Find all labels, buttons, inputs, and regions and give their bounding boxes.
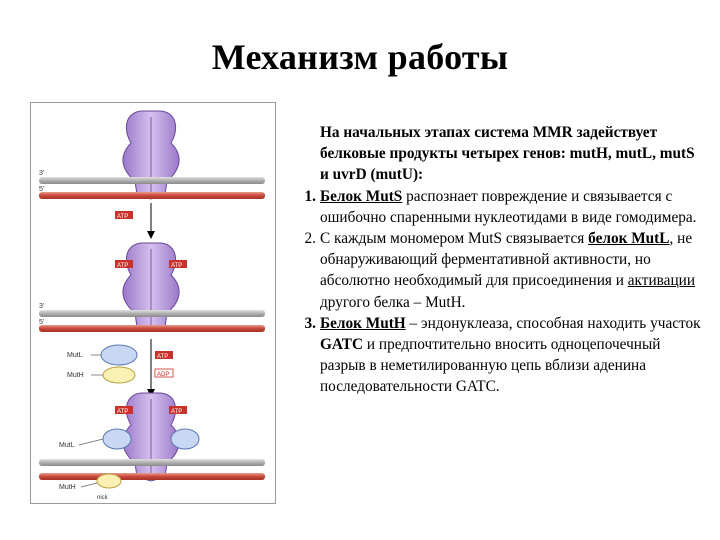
list-number: 1.: [286, 186, 320, 228]
intro-paragraph: На начальных этапах система MMR задейств…: [286, 122, 706, 186]
svg-text:5': 5': [39, 319, 44, 326]
svg-text:3': 3': [39, 170, 44, 177]
term-activation: активации: [628, 272, 695, 289]
list-item: 2. С каждым мономером MutS связывается б…: [286, 228, 706, 313]
svg-text:nick: nick: [97, 495, 109, 501]
list-item: 1. Белок MutS распознает повреждение и с…: [286, 186, 706, 228]
svg-text:ATP: ATP: [171, 409, 182, 415]
svg-text:MutH: MutH: [59, 484, 76, 491]
svg-text:ATP: ATP: [117, 214, 128, 220]
term-muth: Белок MutH: [320, 315, 406, 332]
svg-text:3': 3': [39, 303, 44, 310]
svg-text:MutL: MutL: [67, 352, 83, 359]
svg-text:ATP: ATP: [171, 263, 182, 269]
list-number: 3.: [286, 313, 320, 398]
term-gatc: GATC: [320, 336, 363, 353]
svg-text:MutH: MutH: [67, 372, 84, 379]
slide-title: Механизм работы: [0, 36, 720, 78]
list-item: 3. Белок MutH – эндонуклеаза, способная …: [286, 313, 706, 398]
svg-text:ADP: ADP: [157, 372, 169, 378]
svg-text:ATP: ATP: [117, 409, 128, 415]
svg-text:ATP: ATP: [157, 354, 168, 360]
list-number: 2.: [286, 228, 320, 313]
svg-text:MutL: MutL: [59, 442, 75, 449]
body-text: На начальных этапах система MMR задейств…: [286, 122, 706, 398]
svg-text:ATP: ATP: [117, 263, 128, 269]
mmr-diagram: 3' 5' ATP ATP ATP 3' 5' MutL MutH ATP AD…: [31, 103, 275, 503]
term-mutl: белок MutL: [588, 230, 669, 247]
svg-text:5': 5': [39, 186, 44, 193]
term-muts: Белок MutS: [320, 188, 402, 205]
mismatch-repair-figure: 3' 5' ATP ATP ATP 3' 5' MutL MutH ATP AD…: [30, 102, 276, 504]
